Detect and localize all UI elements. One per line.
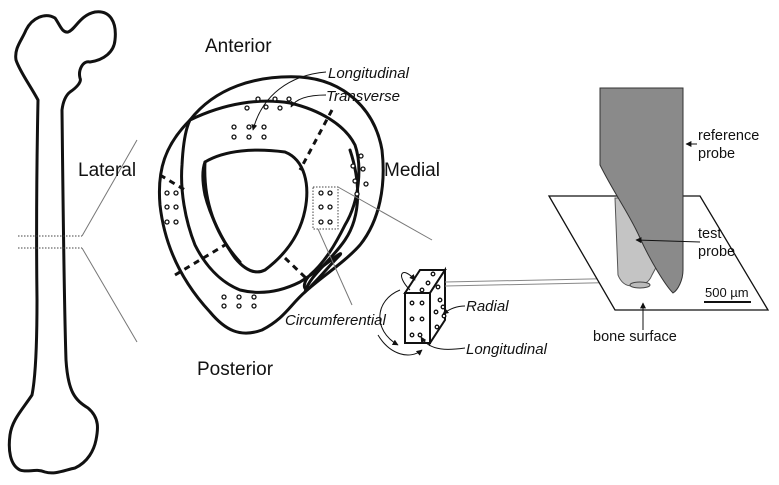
label-test-line1: test <box>698 226 721 242</box>
femur-outline <box>7 10 117 475</box>
test-probe-arrow <box>635 237 701 244</box>
label-circumferential: Circumferential <box>285 312 387 329</box>
divider-lateral-top <box>159 173 186 192</box>
divider-medial-top <box>298 109 334 171</box>
label-medial: Medial <box>384 160 440 181</box>
label-bone-surface: bone surface <box>593 329 677 345</box>
label-scale-bar: 500 µm <box>705 285 749 300</box>
divider-lateral-bottom <box>174 243 226 277</box>
divider-medial-bottom <box>283 256 310 282</box>
medullary-cavity-outline <box>201 148 309 274</box>
projection-line-bottom <box>81 247 138 343</box>
circumferential-arrow-a <box>379 289 401 346</box>
longitudinal-arrow-block <box>420 336 466 350</box>
label-lateral: Lateral <box>78 160 136 181</box>
medial-sample-dots <box>318 153 369 225</box>
circumferential-arrow-c <box>377 334 423 356</box>
label-reference-line2: probe <box>698 146 735 162</box>
transverse-arrow <box>290 94 327 108</box>
label-radial: Radial <box>466 298 509 315</box>
label-anterior: Anterior <box>205 36 272 57</box>
test-probe-tip <box>629 281 651 289</box>
cortex-outer-outline <box>157 75 385 335</box>
label-reference-line1: reference <box>698 128 759 144</box>
projection-line-top <box>81 139 138 237</box>
lateral-sample-dots <box>164 190 179 225</box>
label-longitudinal-top: Longitudinal <box>328 65 410 82</box>
label-transverse: Transverse <box>326 88 400 105</box>
posterior-sample-dots <box>221 294 257 309</box>
radial-arrow <box>442 305 466 315</box>
bone-sample-block <box>403 266 447 347</box>
reference-probe <box>599 87 684 294</box>
projection-line-box-bottom <box>317 228 353 306</box>
longitudinal-arrow-top <box>251 71 327 131</box>
projection-line-box-top <box>337 186 433 241</box>
cortex-band-outline <box>180 99 361 294</box>
anterior-sample-dots <box>231 96 292 140</box>
selected-sample-box <box>312 186 339 230</box>
cortex-shell-right <box>303 148 360 294</box>
cavity-edge <box>203 160 242 264</box>
label-test-line2: probe <box>698 244 735 260</box>
label-longitudinal-block: Longitudinal <box>466 341 548 358</box>
label-posterior: Posterior <box>197 359 274 380</box>
circumferential-arrow-b <box>401 272 416 291</box>
